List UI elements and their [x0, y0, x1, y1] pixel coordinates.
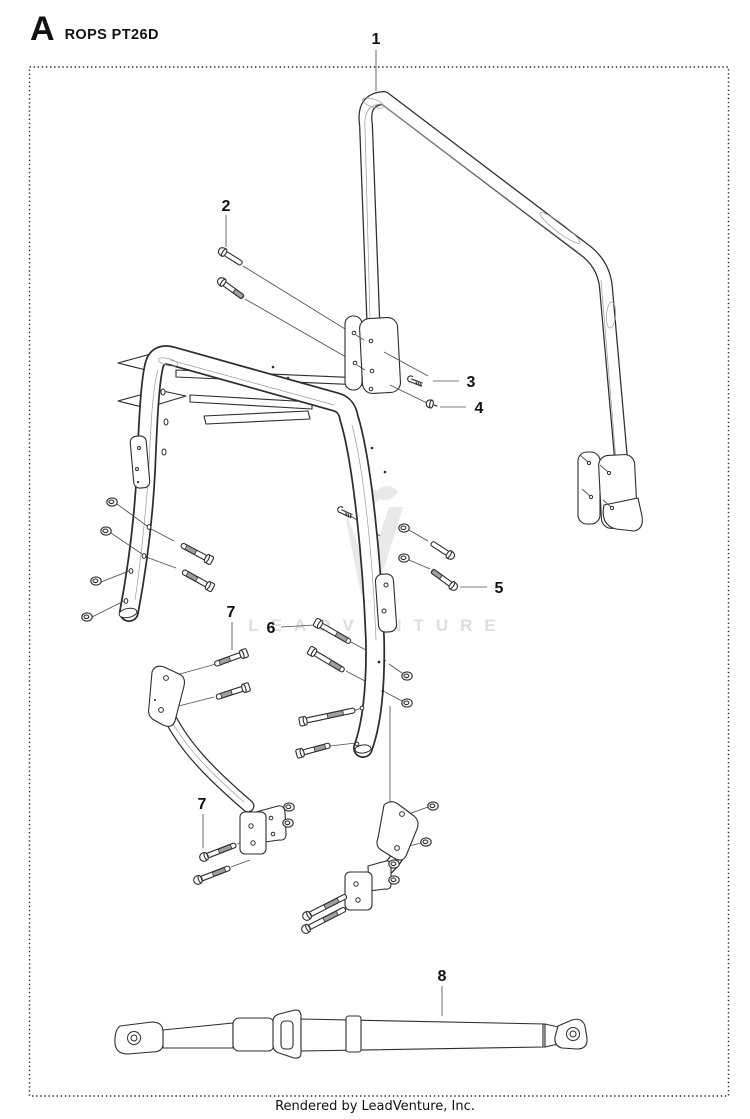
flange-nut — [282, 818, 294, 828]
bolt — [428, 538, 457, 562]
callout-labels: 1 2 3 4 5 6 7 7 8 — [198, 31, 504, 985]
callout-2-label: 2 — [222, 198, 231, 215]
flange-nut — [283, 802, 295, 812]
callout-4-label: 4 — [475, 400, 484, 417]
upper-rops-bar — [358, 91, 629, 477]
bolt — [428, 566, 460, 593]
bolt — [306, 645, 347, 675]
callout-leaders — [202, 50, 487, 1016]
watermark-logo-v — [343, 505, 403, 594]
callout-7b-label: 7 — [198, 796, 207, 813]
callout-6-leader — [280, 624, 315, 628]
seat-belt — [114, 1009, 588, 1059]
bolt — [298, 705, 357, 727]
callout-3-label: 3 — [467, 374, 476, 391]
mounting-pin — [216, 245, 245, 268]
flange-nut — [398, 553, 410, 563]
callout-5-label: 5 — [495, 580, 504, 597]
section-letter: A — [30, 10, 55, 48]
cotter-pin — [406, 375, 424, 387]
bolt — [178, 540, 215, 566]
flange-nut — [81, 612, 93, 622]
upper-bar-right-bracket — [577, 451, 643, 532]
mounting-pin — [215, 275, 247, 302]
page-title: ROPS PT26D — [64, 27, 159, 43]
bolt — [294, 740, 332, 759]
callout-7a-label: 7 — [227, 604, 236, 621]
flange-nut — [388, 859, 400, 869]
footer-credit: Rendered by LeadVenture, Inc. — [275, 1099, 475, 1114]
bolt — [180, 567, 216, 593]
diagram-border — [28, 66, 730, 1097]
flange-nut — [388, 875, 400, 885]
flange-nut — [100, 526, 112, 536]
flange-nut — [420, 837, 432, 847]
flange-nut — [401, 671, 413, 681]
callout-8-label: 8 — [438, 968, 447, 985]
upper-bar-left-bracket — [344, 315, 402, 394]
bolt — [214, 681, 252, 703]
callout-6-label: 6 — [267, 620, 276, 637]
flange-nut — [427, 801, 439, 811]
frame-holes-and-tabs — [123, 365, 398, 747]
callout-1-label: 1 — [372, 31, 381, 48]
left-lower-bracket-arm — [148, 665, 287, 855]
flange-nut — [398, 523, 410, 533]
carriage-bolt — [197, 840, 238, 864]
diagram-header: A ROPS PT26D — [30, 12, 159, 46]
clevis-pin — [425, 398, 439, 410]
right-lower-bracket-arm — [344, 801, 419, 911]
flange-nut — [106, 497, 118, 507]
bolt — [212, 647, 250, 669]
carriage-bolt — [191, 863, 232, 887]
flange-nut — [90, 576, 102, 586]
flange-nut — [401, 698, 413, 708]
